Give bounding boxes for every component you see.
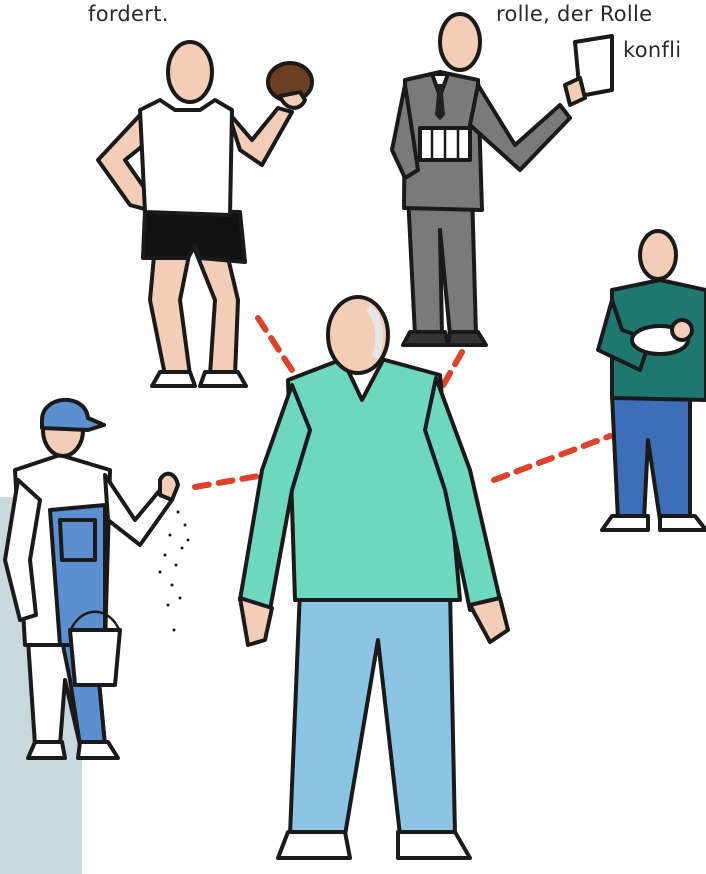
link-parent [494,436,610,480]
spray-dots [159,511,190,632]
cap-icon [42,400,104,430]
painter-figure-icon [5,400,190,758]
bucket-icon [70,630,120,685]
central-person-icon [240,297,508,858]
person-holding-baby-icon [598,231,706,530]
athlete-figure-icon [98,42,312,386]
businessman-figure-icon [392,14,612,345]
